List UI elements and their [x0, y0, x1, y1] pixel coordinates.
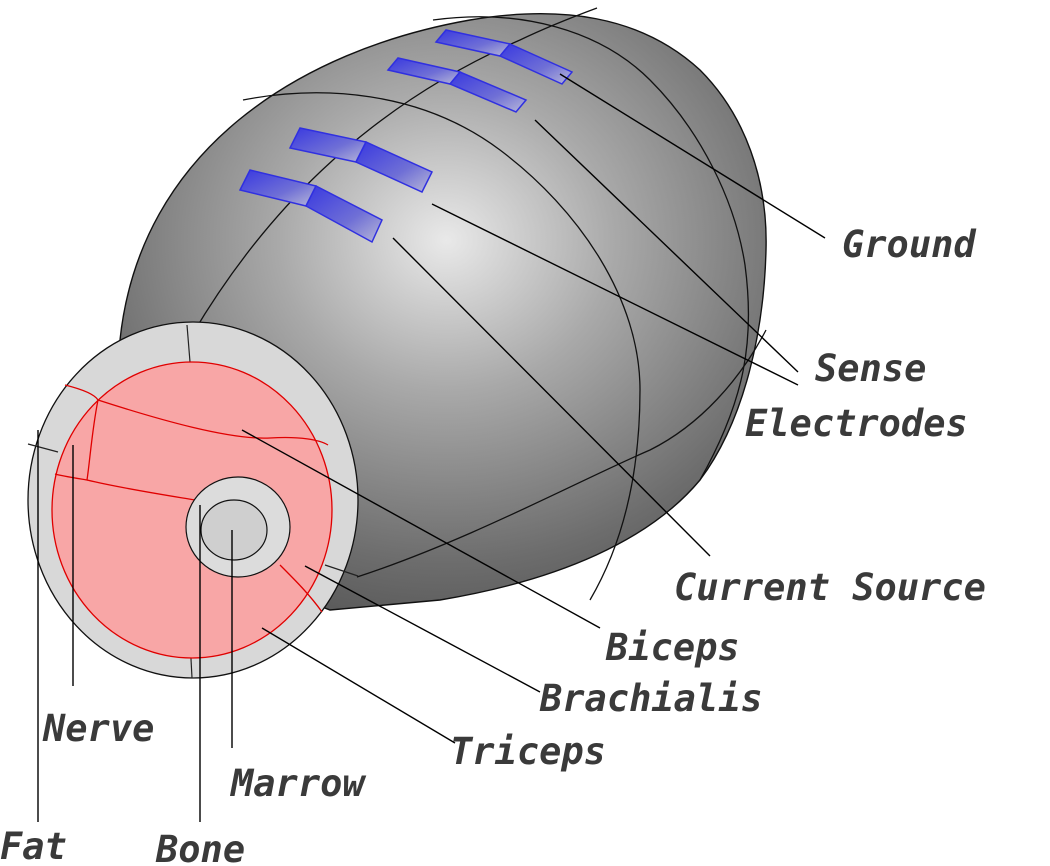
bottom-seam-line	[356, 329, 767, 578]
label-bone: Bone	[155, 828, 245, 866]
label-nerve: Nerve	[42, 707, 154, 750]
triceps-boundary	[86, 479, 196, 501]
marrow-core	[200, 499, 268, 561]
label-biceps: Biceps	[605, 626, 740, 669]
top-seam-line	[191, 7, 598, 336]
label-current-source: Current Source	[674, 566, 986, 609]
nerve-boundary	[54, 384, 99, 481]
far-ring-line	[432, 16, 750, 481]
electrode-back-right	[498, 43, 574, 85]
electrode-mid-right	[448, 71, 528, 113]
label-fat: Fat	[0, 825, 67, 866]
current-source-leader	[392, 237, 711, 557]
label-marrow: Marrow	[229, 762, 366, 805]
brachialis-leader	[304, 565, 541, 693]
sense-electrodes-back	[386, 29, 574, 113]
electrode-front-bottom-right	[305, 184, 383, 244]
middle-ring-line	[242, 92, 641, 601]
ground-leader	[559, 73, 826, 239]
current-source-electrodes	[238, 127, 434, 244]
label-triceps: Triceps	[450, 730, 606, 773]
brachialis-boundary	[279, 564, 323, 613]
biceps-leader	[241, 429, 601, 629]
sense-leader-1	[534, 119, 799, 373]
label-sense: Sense	[815, 347, 926, 390]
fat-ring-divider-left	[27, 443, 59, 453]
biceps-boundary	[97, 399, 329, 446]
label-electrodes: Electrodes	[745, 402, 968, 445]
fat-ring-divider-top	[186, 324, 191, 363]
fat-ring-divider-right	[324, 564, 359, 577]
label-ground: Ground	[842, 223, 976, 266]
electrode-front-top-right	[354, 141, 434, 193]
triceps-leader	[261, 627, 456, 744]
label-brachialis: Brachialis	[539, 677, 763, 720]
sense-leader-2	[431, 203, 799, 386]
